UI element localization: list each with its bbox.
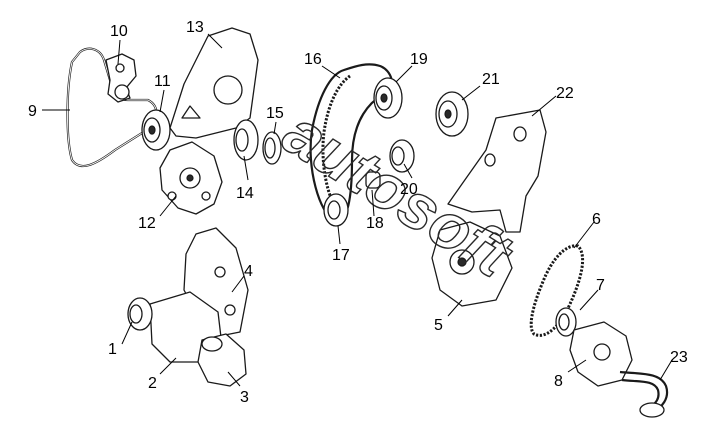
callout-11: 11 bbox=[154, 73, 171, 90]
callout-numbers: 10 9 11 13 12 14 15 16 17 18 19 20 21 22… bbox=[28, 19, 688, 406]
callout-3: 3 bbox=[240, 389, 249, 406]
crank-pulley bbox=[323, 193, 349, 227]
callout-2: 2 bbox=[148, 375, 157, 392]
rear-timing-cover bbox=[447, 109, 547, 233]
callout-1: 1 bbox=[108, 341, 117, 358]
callout-21: 21 bbox=[482, 71, 500, 88]
callout-13: 13 bbox=[186, 19, 204, 36]
leader-lines bbox=[42, 33, 673, 387]
callout-12: 12 bbox=[138, 215, 156, 232]
callout-20: 20 bbox=[400, 181, 418, 198]
callout-4: 4 bbox=[244, 263, 253, 280]
idler-roller bbox=[389, 139, 415, 173]
callout-17: 17 bbox=[332, 247, 350, 264]
engine-front-cover bbox=[431, 221, 513, 307]
callout-18: 18 bbox=[366, 215, 384, 232]
tensioner-pulley bbox=[373, 77, 403, 119]
callout-15: 15 bbox=[266, 105, 284, 122]
callout-22: 22 bbox=[556, 85, 574, 102]
oil-pump bbox=[569, 321, 633, 387]
callout-10: 10 bbox=[110, 23, 128, 40]
callout-16: 16 bbox=[304, 51, 322, 68]
idler-pulley bbox=[141, 109, 171, 151]
callout-23: 23 bbox=[670, 349, 688, 366]
callout-19: 19 bbox=[410, 51, 428, 68]
oil-pump-sprocket bbox=[555, 307, 577, 337]
callout-9: 9 bbox=[28, 103, 37, 120]
timing-belt bbox=[309, 63, 394, 222]
water-pump-bracket bbox=[159, 141, 223, 215]
belt-tensioner bbox=[105, 53, 137, 103]
cam-sprocket-and-seal bbox=[233, 119, 282, 165]
callout-6: 6 bbox=[592, 211, 601, 228]
callout-14: 14 bbox=[236, 185, 254, 202]
oil-pickup-tube bbox=[619, 370, 669, 418]
callout-7: 7 bbox=[596, 277, 605, 294]
timing-chain bbox=[529, 244, 585, 337]
spacer bbox=[365, 171, 381, 189]
oil-filter bbox=[197, 333, 247, 387]
guide-pulley bbox=[435, 91, 469, 137]
callout-5: 5 bbox=[434, 317, 443, 334]
timing-cover-upper bbox=[169, 27, 259, 139]
callout-8: 8 bbox=[554, 373, 563, 390]
